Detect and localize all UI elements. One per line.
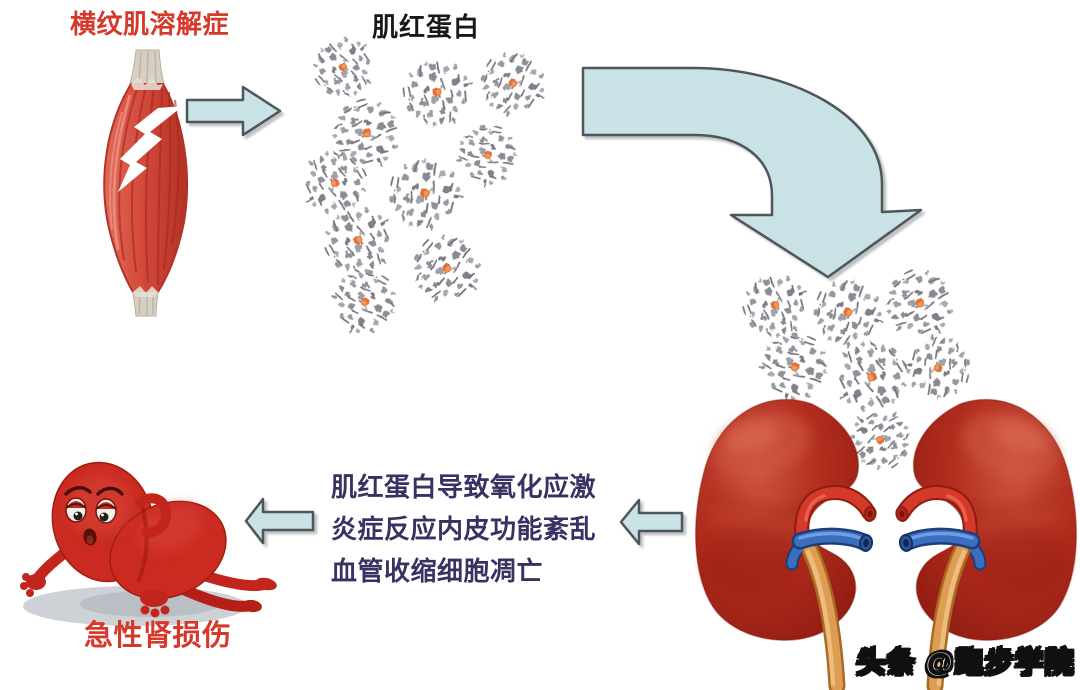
- sick-kidney-cartoon: [20, 461, 277, 626]
- arrow-right-icon: [185, 85, 282, 137]
- arrow-left-icon: [244, 497, 315, 545]
- aki-label: 急性肾损伤: [84, 620, 232, 652]
- rhabdomyolysis-title: 横纹肌溶解症: [70, 9, 230, 39]
- mechanism-line-2: 炎症反应内皮功能紊乱: [331, 514, 597, 544]
- mechanism-text: 肌红蛋白导致氧化应激 炎症反应内皮功能紊乱 血管收缩细胞凋亡: [331, 466, 596, 592]
- myoglobin-label: 肌红蛋白: [372, 12, 481, 42]
- curved-arrow-down-icon: [581, 66, 923, 279]
- mechanism-line-3: 血管收缩细胞凋亡: [331, 556, 544, 586]
- myoglobin-molecules-upper: [295, 33, 549, 338]
- left-kidney: [696, 400, 877, 686]
- lightning-bolt-icon: [118, 106, 183, 192]
- watermark: 头条 @跑步学院: [855, 646, 1075, 680]
- mechanism-line-1: 肌红蛋白导致氧化应激: [331, 472, 597, 502]
- arrow-left-icon: [619, 498, 684, 546]
- muscle-illustration: [103, 49, 189, 317]
